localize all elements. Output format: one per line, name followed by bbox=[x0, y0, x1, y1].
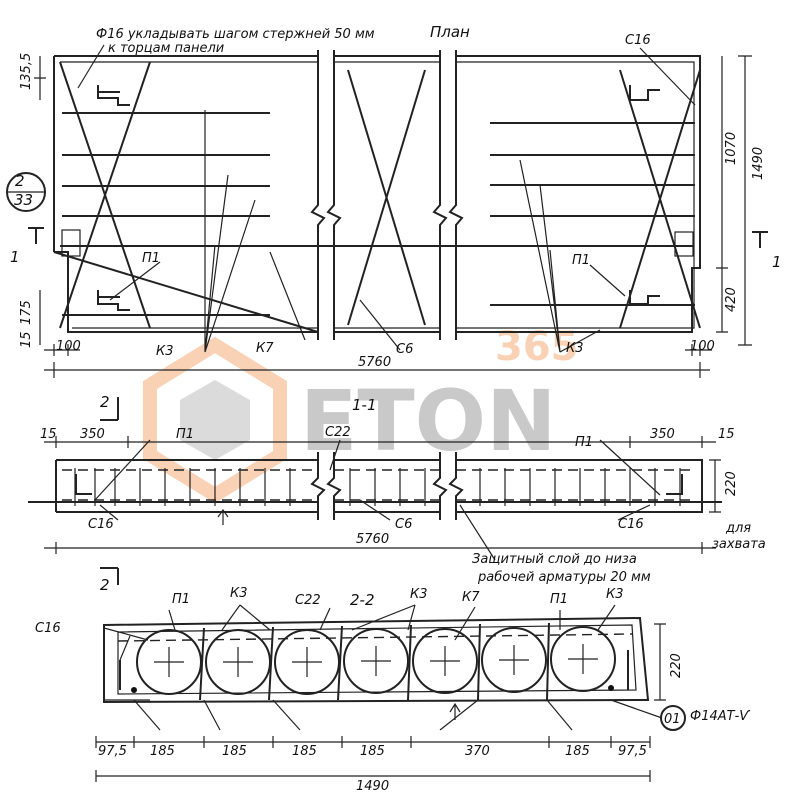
dim-width-sec2: 1490 bbox=[356, 779, 389, 794]
hollow-cores bbox=[136, 626, 616, 695]
label-p1-sec2-right: П1 bbox=[550, 592, 568, 607]
section-2-mark-bottom: 2 bbox=[100, 576, 110, 594]
section-1-1-title: 1-1 bbox=[352, 396, 377, 414]
dim-width-plan: 1490 bbox=[751, 147, 766, 180]
section-2-2-title: 2-2 bbox=[350, 591, 375, 609]
label-k3-sec2-b: К3 bbox=[410, 587, 428, 602]
label-s16-sec-right: С16 bbox=[618, 517, 644, 532]
dim-220-sec: 220 bbox=[724, 471, 739, 496]
plan-title: План bbox=[430, 23, 470, 41]
dim-350-left: 350 bbox=[80, 427, 105, 442]
label-s6-sec: С6 bbox=[395, 517, 412, 532]
section-1-1: 1-1 2 2 15 350 350 15 П1 П1 С22 С16 С6 С… bbox=[28, 393, 766, 594]
note-cover-1: Защитный слой до низа bbox=[472, 552, 637, 567]
label-k3-sec2-a: К3 bbox=[230, 586, 248, 601]
label-p1-sec2-left: П1 bbox=[172, 592, 190, 607]
label-p1-right: П1 bbox=[572, 253, 590, 268]
dim-420: 420 bbox=[724, 287, 739, 312]
label-s16-sec-left: С16 bbox=[88, 517, 114, 532]
label-k3-left: К3 bbox=[156, 344, 174, 359]
detail-01: 01 bbox=[664, 712, 681, 727]
dim-left-bottom: 175 bbox=[19, 300, 34, 325]
plan-view: Ф16 укладывать шагом стержней 50 мм к то… bbox=[6, 23, 782, 378]
label-s22-sec: С22 bbox=[325, 425, 351, 440]
label-p1-left: П1 bbox=[142, 251, 160, 266]
section-mark-left: 1 bbox=[10, 248, 20, 266]
dim-1070: 1070 bbox=[724, 132, 739, 165]
dim-370: 370 bbox=[465, 744, 490, 759]
note-line-2: к торцам панели bbox=[108, 41, 224, 56]
dim-left-top: 135,5 bbox=[19, 53, 34, 90]
dim-185-e: 185 bbox=[565, 744, 590, 759]
note-line-1: Ф16 укладывать шагом стержней 50 мм bbox=[96, 27, 375, 42]
label-k3-sec2-c: К3 bbox=[606, 587, 624, 602]
label-k7: К7 bbox=[256, 341, 274, 356]
dim-97-5-left: 97,5 bbox=[98, 744, 127, 759]
dim-edge-left: 100 bbox=[56, 339, 81, 354]
dim-97-5-right: 97,5 bbox=[618, 744, 647, 759]
label-for-lifting-2: захвата bbox=[712, 537, 766, 552]
detail-ref-top: 2 bbox=[15, 172, 25, 190]
label-s22-sec2: С22 bbox=[295, 593, 321, 608]
section-mark-right: 1 bbox=[772, 253, 782, 271]
section-2-2: 2-2 С16 П1 К3 С22 К3 К7 П1 bbox=[35, 586, 750, 794]
label-k3-right: К3 bbox=[566, 341, 584, 356]
dim-length-sec: 5760 bbox=[356, 532, 389, 547]
dim-length-plan: 5760 bbox=[358, 355, 391, 370]
detail-ref-bottom: 33 bbox=[14, 191, 33, 209]
dim-15-left: 15 bbox=[40, 427, 57, 442]
label-s6: С6 bbox=[396, 342, 413, 357]
dim-edge-right: 100 bbox=[690, 339, 715, 354]
label-p1-sec-right: П1 bbox=[575, 435, 593, 450]
watermark-text: ETON bbox=[300, 372, 556, 470]
note-cover-2: рабочей арматуры 20 мм bbox=[477, 570, 651, 585]
dim-left-15: 15 bbox=[19, 331, 34, 348]
label-k7-sec2: К7 bbox=[462, 590, 480, 605]
dim-185-d: 185 bbox=[360, 744, 385, 759]
dim-185-a: 185 bbox=[150, 744, 175, 759]
label-s16-sec2: С16 bbox=[35, 621, 61, 636]
watermark: ETON 365 bbox=[143, 324, 579, 504]
label-p1-sec-left: П1 bbox=[176, 427, 194, 442]
section-2-mark-top: 2 bbox=[100, 393, 110, 411]
label-lifting-bar: Ф14АТ-Ѵ bbox=[690, 709, 750, 724]
dim-350-right: 350 bbox=[650, 427, 675, 442]
dim-220-sec2: 220 bbox=[669, 653, 684, 678]
dim-185-c: 185 bbox=[292, 744, 317, 759]
label-for-lifting-1: для bbox=[725, 521, 751, 536]
dim-15-right: 15 bbox=[718, 427, 735, 442]
label-s16-top: С16 bbox=[625, 33, 651, 48]
dim-185-b: 185 bbox=[222, 744, 247, 759]
